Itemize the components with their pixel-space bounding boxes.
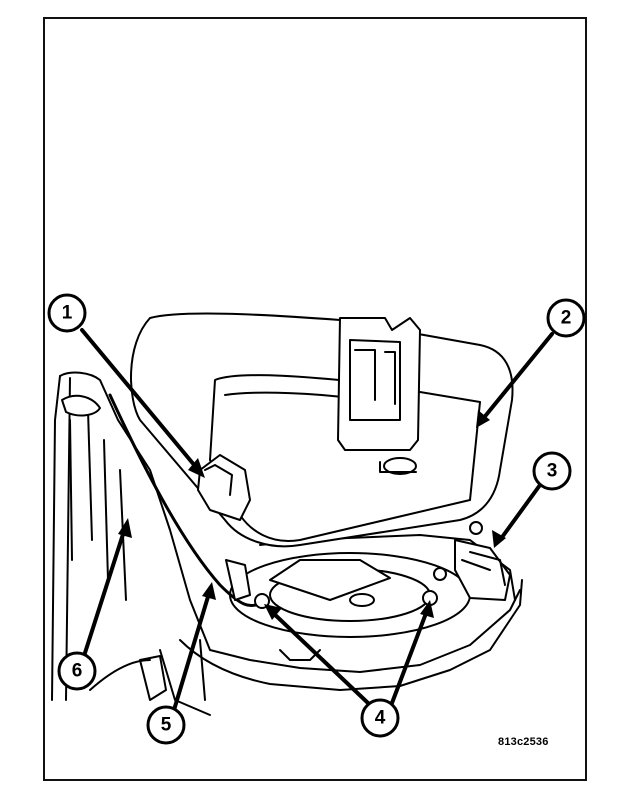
callout-2-label: 2 xyxy=(561,308,572,329)
figure-id: 813c2536 xyxy=(498,736,549,748)
callout-2: 2 xyxy=(546,298,586,338)
callout-3: 3 xyxy=(532,451,572,491)
callout-1-label: 1 xyxy=(62,303,73,324)
leader-6 xyxy=(82,526,127,658)
callout-6: 6 xyxy=(57,651,97,691)
leader-2 xyxy=(480,332,554,422)
blower-connector xyxy=(454,539,511,601)
leader-1 xyxy=(80,328,202,474)
wire-harness xyxy=(197,454,251,521)
callout-5: 5 xyxy=(146,705,186,745)
callout-4-label: 4 xyxy=(375,708,386,729)
leader-5 xyxy=(172,588,212,712)
callout-5-label: 5 xyxy=(161,715,172,736)
leader-4b xyxy=(390,606,430,705)
callout-6-label: 6 xyxy=(72,661,83,682)
callouts: 1 2 3 4 5 6 xyxy=(47,293,586,745)
leader-3 xyxy=(498,483,542,542)
callout-1: 1 xyxy=(47,293,87,333)
callout-3-label: 3 xyxy=(547,461,558,482)
leader-4a xyxy=(268,608,370,705)
callout-4: 4 xyxy=(360,698,400,738)
